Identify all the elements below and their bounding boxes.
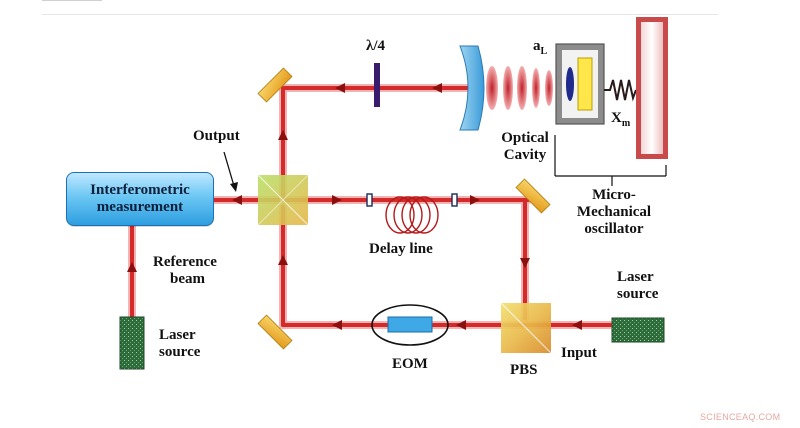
- cavity-field-label: aL: [533, 38, 548, 57]
- laser-right-line2: source: [617, 286, 659, 302]
- optical-cavity-line2: Cavity: [503, 147, 547, 163]
- displacement-main: X: [611, 110, 622, 126]
- intracavity-wave-icon: [486, 66, 553, 110]
- optical-cavity-line1: Optical: [501, 130, 549, 146]
- eom-label: EOM: [392, 356, 428, 372]
- micro-line3: oscillator: [584, 221, 644, 237]
- micro-line2: Mechanical: [576, 204, 652, 220]
- top-rule-short: [42, 0, 102, 1]
- waveplate-icon: [374, 63, 380, 107]
- mirror-icon: [257, 314, 293, 350]
- input-label: Input: [561, 345, 597, 361]
- box-label-line1: Interferometric: [90, 182, 190, 198]
- micro-mechanical-oscillator-label: Micro- Mechanical oscillator: [562, 187, 666, 238]
- laser-source-left-label: Laser source: [159, 327, 200, 361]
- beam-splitter-icon: [500, 302, 552, 354]
- laser-source-right-label: Laser source: [617, 269, 658, 303]
- quarter-wave-label: λ/4: [366, 38, 386, 54]
- pbs-label: PBS: [510, 362, 538, 378]
- box-label-line2: measurement: [96, 199, 184, 215]
- fiber-coil-icon: [366, 193, 458, 234]
- laser-left-line1: Laser: [159, 327, 196, 343]
- movable-mirror-icon: [555, 43, 605, 125]
- displacement-sub: m: [621, 118, 631, 129]
- cavity-field-sub: L: [540, 46, 548, 57]
- reference-line2: beam: [170, 271, 205, 287]
- micro-line1: Micro-: [592, 187, 636, 203]
- cavity-field-main: a: [533, 38, 541, 54]
- laser-left-line2: source: [159, 344, 201, 360]
- interferometric-measurement-box: Interferometric measurement: [66, 172, 214, 226]
- oscillator-bracket: [554, 135, 667, 186]
- reference-line1: Reference: [153, 254, 217, 270]
- mirror-icon: [515, 178, 551, 214]
- laser-right-line1: Laser: [617, 269, 654, 285]
- delay-line-label: Delay line: [369, 241, 433, 257]
- cavity-mirror-icon: [459, 45, 485, 131]
- eom-crystal-icon: [371, 304, 449, 346]
- reference-beam-label: Reference beam: [153, 254, 217, 288]
- output-pointer: [223, 151, 238, 192]
- optical-cavity-label: Optical Cavity: [488, 130, 562, 164]
- displacement-label: Xm: [611, 110, 631, 129]
- laser-icon: [119, 316, 145, 370]
- top-rule: [42, 14, 718, 15]
- beam-splitter-icon: [257, 174, 309, 226]
- oscillator-wall-icon: [636, 17, 668, 159]
- spring-icon: [604, 79, 637, 102]
- watermark: SCIENCEAQ.COM: [700, 412, 781, 422]
- output-label: Output: [193, 128, 240, 144]
- laser-icon: [611, 317, 665, 343]
- mirror-icon: [257, 67, 293, 103]
